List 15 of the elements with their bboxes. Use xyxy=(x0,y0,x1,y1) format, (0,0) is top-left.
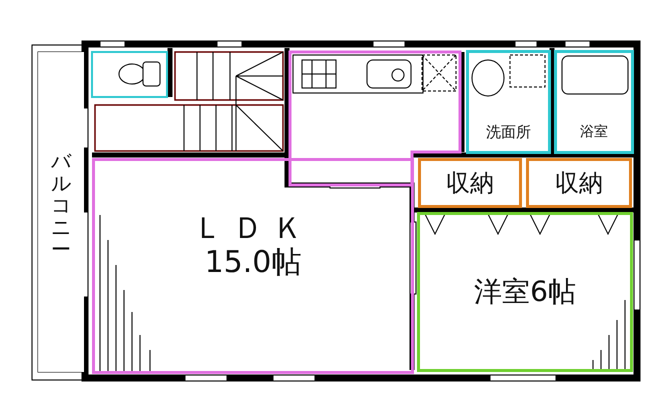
room-area xyxy=(554,50,634,154)
room-area xyxy=(92,158,414,374)
room-area xyxy=(526,158,632,208)
room-area xyxy=(417,212,633,372)
room-area xyxy=(418,158,522,208)
room-label: ＬＤＫ xyxy=(193,212,313,246)
room-label: 収納 xyxy=(555,168,603,198)
room-label: 浴室 xyxy=(580,124,608,141)
room-label: 収納 xyxy=(446,168,494,198)
room-label: 15.0帖 xyxy=(204,246,302,280)
vertical-room-label: バルコニー xyxy=(51,150,71,260)
room-label: 洗面所 xyxy=(486,123,531,141)
room-area xyxy=(466,50,551,154)
room-label: 洋室6帖 xyxy=(474,275,576,309)
room-area xyxy=(38,52,84,372)
